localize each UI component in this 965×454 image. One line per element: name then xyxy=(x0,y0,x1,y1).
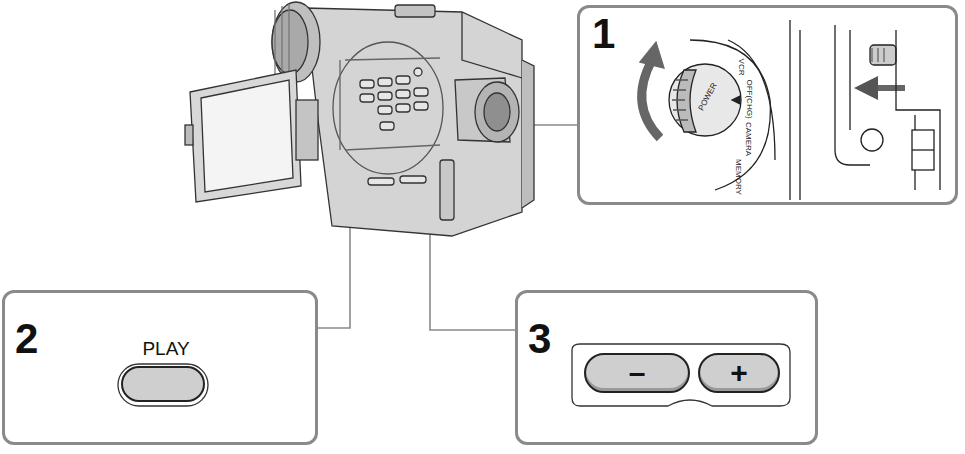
callout-number: 3 xyxy=(528,317,551,361)
button-pedestal xyxy=(572,344,790,406)
switch-position-label: CAMERA xyxy=(744,122,752,156)
plus-button: + xyxy=(698,353,780,393)
power-switch-detail xyxy=(640,20,940,200)
callout-panel: 3 – + xyxy=(515,290,818,445)
camcorder xyxy=(185,2,534,236)
callout-number: 1 xyxy=(592,12,615,56)
button-symbol: – xyxy=(629,357,646,389)
switch-position-label: MEMORY xyxy=(734,159,742,195)
switch-position-label: OFF(CHG) xyxy=(745,79,753,118)
callout-panel: 1 xyxy=(577,5,958,205)
minus-button: – xyxy=(584,353,690,393)
play-button xyxy=(118,364,208,406)
callout-number: 2 xyxy=(15,317,38,361)
switch-position-label: VCR xyxy=(737,59,745,76)
button-label: PLAY xyxy=(142,339,189,359)
button-symbol: + xyxy=(730,357,748,389)
callout-panel: 2PLAY xyxy=(2,290,318,445)
